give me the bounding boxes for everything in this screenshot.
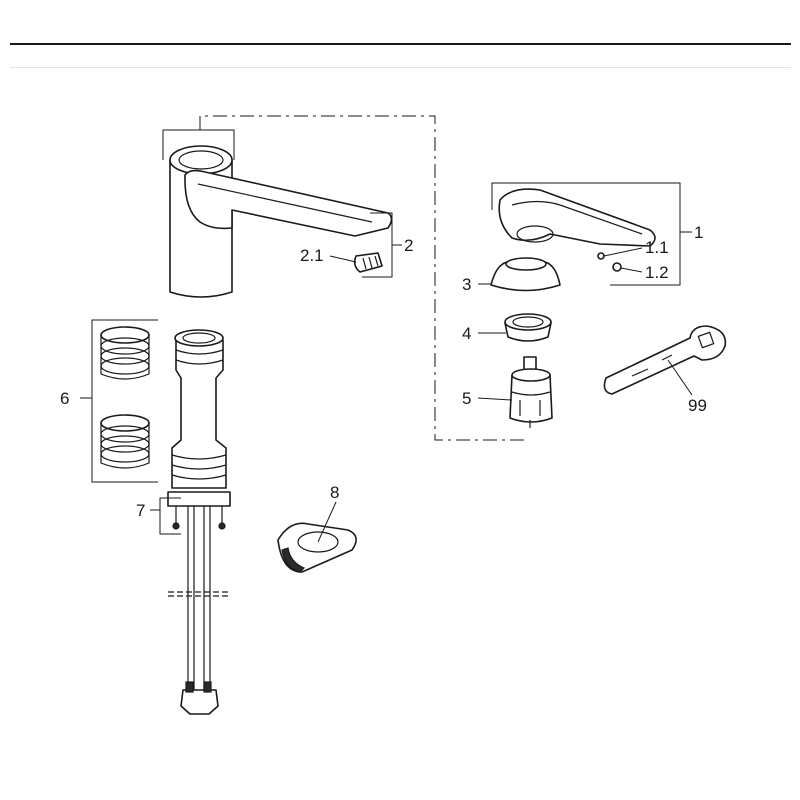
header-rule xyxy=(10,43,791,45)
screw xyxy=(597,252,605,260)
callout-1-bracket xyxy=(491,182,681,286)
callout-6-bracket xyxy=(91,319,158,483)
callout-5: 5 xyxy=(462,389,471,408)
callout-3: 3 xyxy=(462,275,471,294)
assembly-line xyxy=(199,115,525,441)
cartridge xyxy=(509,356,553,428)
callout-6: 6 xyxy=(60,389,69,408)
callout-99: 99 xyxy=(688,396,707,415)
callout-7: 7 xyxy=(136,501,145,520)
header-subrule xyxy=(10,67,791,68)
callout-1-1: 1.1 xyxy=(645,238,669,257)
assembly-wrench xyxy=(603,325,727,395)
dome-cover xyxy=(490,257,561,292)
mounting-shank xyxy=(167,329,231,530)
supply-hoses xyxy=(168,506,230,715)
spout-body xyxy=(169,145,393,298)
callout-2: 2 xyxy=(404,236,413,255)
callout-1-2: 1.2 xyxy=(645,263,669,282)
spout-bracket xyxy=(162,129,235,160)
aerator xyxy=(353,252,383,273)
screw-cap xyxy=(612,262,622,272)
callout-8: 8 xyxy=(330,483,339,502)
lever-handle xyxy=(498,188,656,247)
retaining-nut xyxy=(504,313,552,342)
mounting-plate xyxy=(277,522,357,573)
callout-7-bracket xyxy=(159,497,181,535)
o-ring-set-upper xyxy=(100,326,150,380)
callout-2-1: 2.1 xyxy=(300,246,324,265)
o-ring-set-lower xyxy=(100,414,150,469)
callout-1: 1 xyxy=(694,223,703,242)
callout-4: 4 xyxy=(462,324,471,343)
